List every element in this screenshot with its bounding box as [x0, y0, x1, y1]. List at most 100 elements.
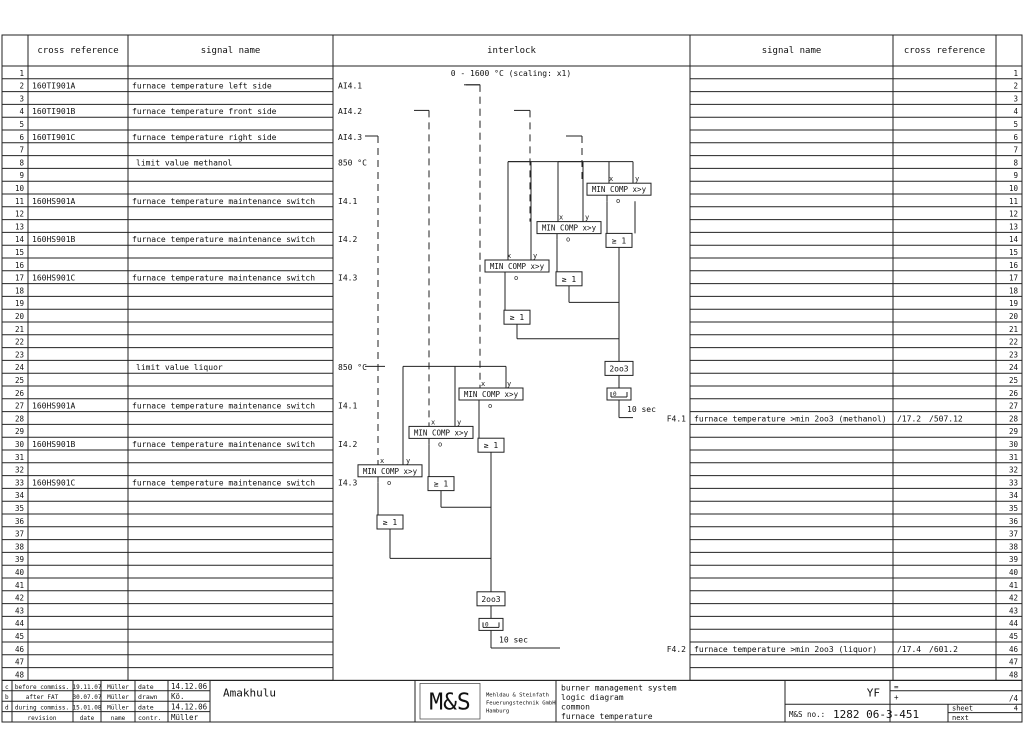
delay-label: 10 sec: [499, 635, 528, 644]
row-number-right: 24: [1009, 363, 1019, 372]
signal-cross-reference: 160HS901A: [32, 402, 76, 411]
signal-io-address: I4.2: [338, 440, 357, 449]
row-number-left: 25: [15, 376, 24, 385]
signal-io-address: 850 °C: [338, 158, 367, 167]
date-column-label: date: [80, 715, 95, 722]
row-number-right: 14: [1009, 235, 1019, 244]
signal-name: furnace temperature right side: [132, 133, 277, 142]
row-number-left: 19: [15, 299, 24, 308]
row-number-left: 8: [19, 158, 24, 167]
signal-io-address: I4.1: [338, 402, 357, 411]
port-x-label: x: [609, 175, 613, 183]
ms-number-label: M&S no.:: [789, 710, 825, 719]
output-signal-name: furnace temperature >min 2oo3 (methanol): [694, 414, 887, 423]
row-number-right: 15: [1009, 248, 1018, 257]
row-number-right: 26: [1009, 389, 1019, 398]
revision-date: 19.11.07: [73, 684, 102, 691]
row-number-right: 2: [1013, 82, 1018, 91]
signoff-label: drawn: [138, 693, 158, 701]
revision-date: 30.07.07: [73, 694, 102, 701]
revision-name: Müller: [107, 694, 129, 701]
row-number-right: 35: [1009, 504, 1018, 513]
delay-label: 10 sec: [627, 405, 656, 414]
row-number-left: 16: [15, 261, 25, 270]
row-number-right: 28: [1009, 414, 1019, 423]
signal-cross-reference: 160TI901C: [32, 133, 76, 142]
port-o-label: o: [514, 274, 518, 282]
port-y-label: y: [457, 418, 461, 426]
min-comp-label: MIN COMP x>y: [542, 224, 597, 233]
signal-io-address: I4.3: [338, 274, 357, 283]
row-number-right: 36: [1009, 517, 1019, 526]
row-number-left: 40: [15, 568, 25, 577]
port-x-label: x: [380, 457, 384, 465]
revision-column-label: revision: [28, 715, 57, 722]
signal-name: furnace temperature maintenance switch: [132, 478, 315, 487]
min-comp-block: [536, 221, 602, 235]
drawing-title-line: burner management system: [561, 683, 677, 692]
scaling-note: 0 - 1600 °C (scaling: x1): [451, 69, 571, 78]
row-number-right: 6: [1013, 133, 1018, 142]
row-number-right: 37: [1009, 530, 1018, 539]
row-number-left: 42: [15, 594, 24, 603]
row-number-left: 43: [15, 606, 24, 615]
signoff-value: Kö.: [171, 692, 185, 701]
row-number-left: 44: [15, 619, 25, 628]
row-number-right: 47: [1009, 658, 1018, 667]
row-number-left: 20: [15, 312, 25, 321]
row-number-left: 22: [15, 338, 24, 347]
row-number-left: 29: [15, 427, 24, 436]
vote-label: 2oo3: [609, 364, 628, 373]
row-number-right: 42: [1009, 594, 1018, 603]
output-cross-reference: /17.4: [897, 645, 921, 654]
row-number-left: 38: [15, 542, 25, 551]
port-y-label: y: [406, 457, 410, 465]
row-number-right: 41: [1009, 581, 1018, 590]
port-o-label: o: [438, 440, 442, 448]
company-logo: M&S: [429, 689, 471, 715]
row-number-left: 1: [19, 69, 24, 78]
signal-cross-reference: 160HS901B: [32, 235, 76, 244]
min-comp-label: MIN COMP x>y: [490, 262, 545, 271]
signal-io-address: AI4.3: [338, 133, 362, 142]
interlock-logic: 0 - 1600 °C (scaling: x1) MIN COMP x>y x y o…: [357, 69, 656, 649]
company-line: Feuerungstechnik GmbH: [486, 700, 556, 706]
output-signal-name: furnace temperature >min 2oo3 (liquor): [694, 645, 877, 654]
row-number-left: 5: [19, 120, 24, 129]
row-number-left: 45: [15, 632, 24, 641]
row-number-left: 12: [15, 210, 24, 219]
signal-cross-reference: 160HS901B: [32, 440, 76, 449]
timer-zero: 0: [485, 621, 489, 628]
revision-name: Müller: [107, 705, 129, 712]
sheet-reference: /4: [1009, 694, 1019, 703]
row-number-left: 21: [15, 325, 24, 334]
signal-cross-reference: 160TI901B: [32, 107, 76, 116]
min-comp-label: MIN COMP x>y: [464, 390, 519, 399]
name-column-label: name: [111, 715, 126, 722]
row-number-right: 4: [1013, 107, 1018, 116]
drawing-title-line: common: [561, 702, 590, 711]
row-number-right: 10: [1009, 184, 1019, 193]
or-gate-label: ≥ 1: [562, 275, 577, 284]
row-number-right: 46: [1009, 645, 1019, 654]
row-number-right: 12: [1009, 210, 1018, 219]
signal-cross-reference: 160HS901A: [32, 197, 76, 206]
row-number-right: 13: [1009, 222, 1018, 231]
revision-letter: c: [5, 684, 9, 691]
company-line: Hamburg: [486, 708, 509, 714]
header-left-signal-name: signal name: [201, 46, 261, 56]
min-comp-label: MIN COMP x>y: [414, 428, 469, 437]
drawing-title-line: logic diagram: [561, 693, 624, 702]
row-number-right: 23: [1009, 350, 1018, 359]
row-number-right: 33: [1009, 478, 1018, 487]
row-number-right: 5: [1013, 120, 1018, 129]
port-o-label: o: [387, 479, 391, 487]
row-number-right: 43: [1009, 606, 1018, 615]
port-y-label: y: [585, 214, 589, 222]
location-designation-sign: +: [894, 693, 899, 702]
row-number-left: 33: [15, 478, 24, 487]
timer-zero: 0: [613, 391, 617, 398]
header-right-cross-reference: cross reference: [904, 46, 985, 56]
row-number-right: 1: [1013, 69, 1018, 78]
